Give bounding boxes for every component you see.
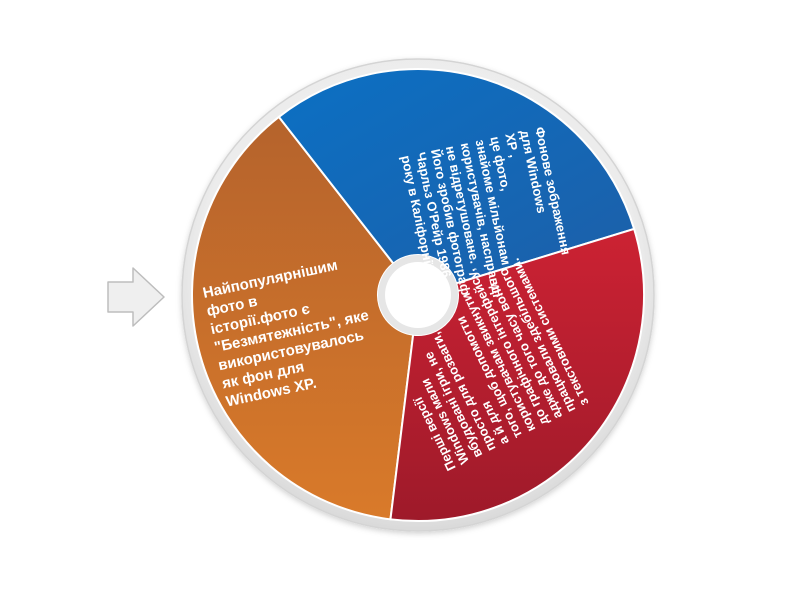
arrow-right-icon xyxy=(107,267,165,327)
pointer-arrow xyxy=(107,267,165,327)
segment-label-line: XP , xyxy=(502,132,522,159)
wheel-hub-center xyxy=(385,262,451,328)
